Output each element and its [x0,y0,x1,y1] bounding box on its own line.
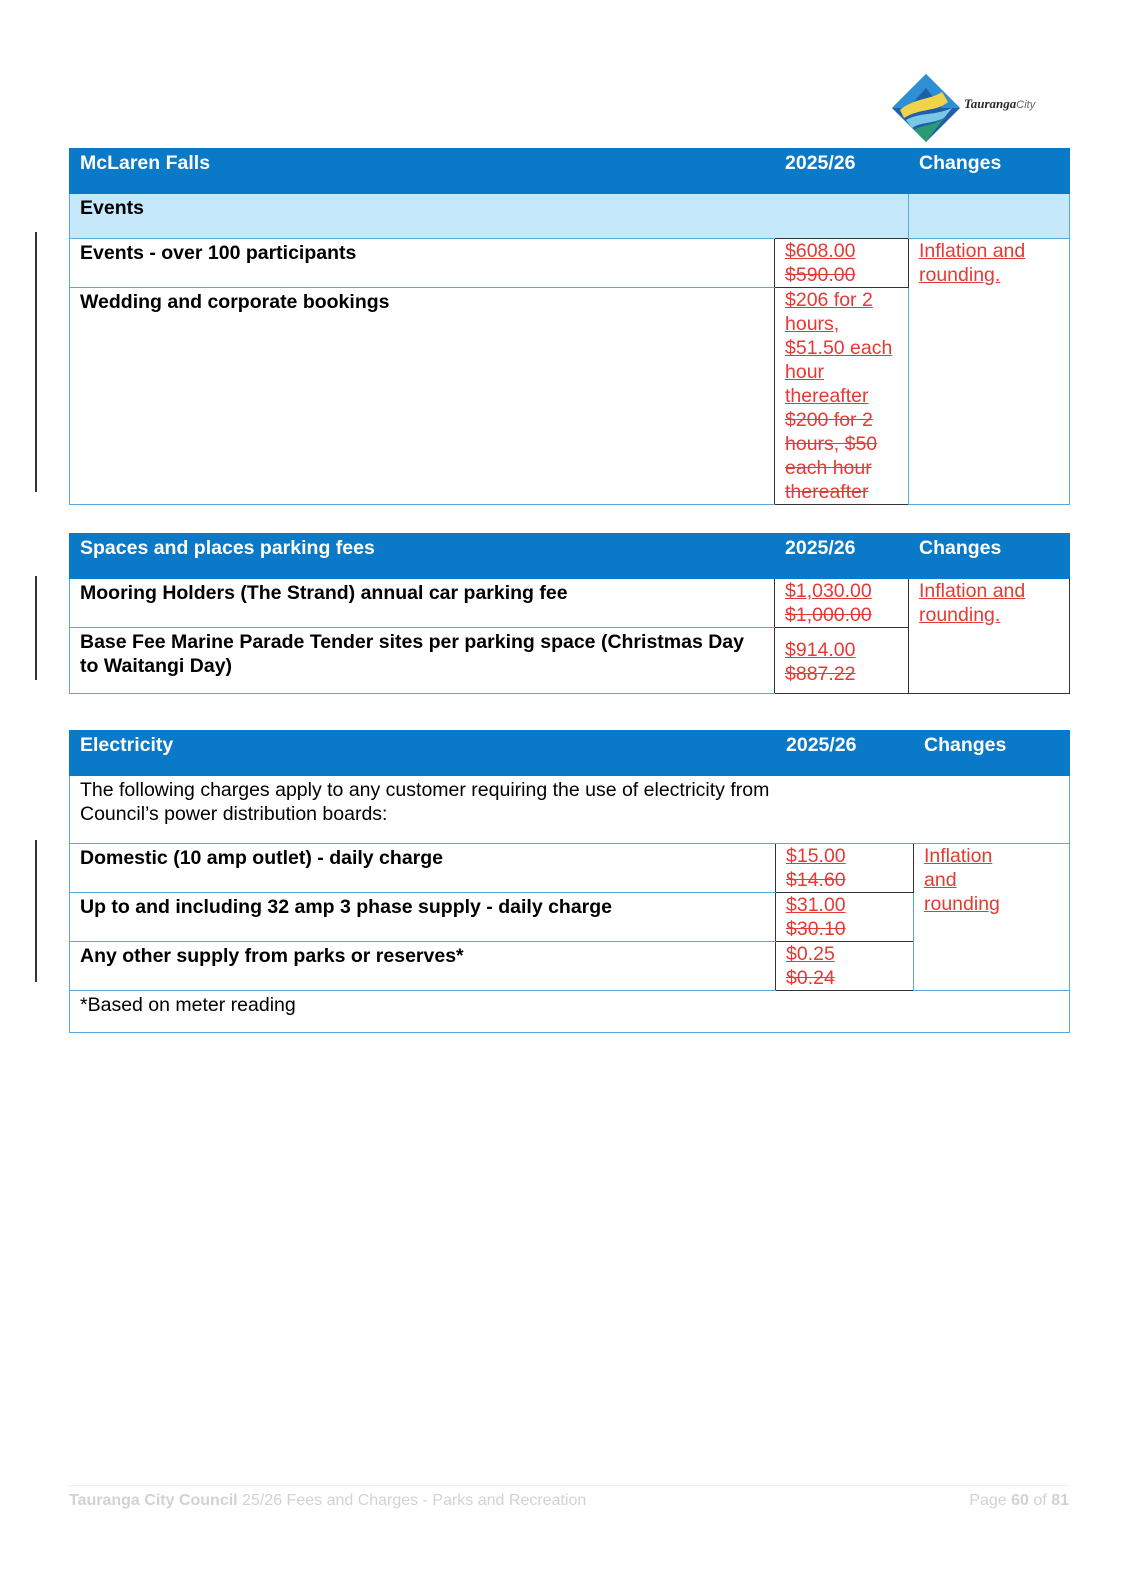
page-footer: Tauranga City Council 25/26 Fees and Cha… [69,1485,1069,1514]
table-row: Domestic (10 amp outlet) - daily charge … [69,843,1070,991]
mclaren-falls-table: McLaren Falls 2025/26 Changes Events Eve… [69,148,1070,505]
page-number: Page 60 of 81 [969,1492,1069,1509]
meter-note: *Based on meter reading [69,990,1070,1033]
logo-diamond-icon [892,74,960,142]
price-cell: $15.00 $14.60 [775,843,914,893]
row-label: Wedding and corporate bookings [69,287,775,505]
new-price: $608.00 [785,240,856,262]
note-row: *Based on meter reading [69,990,1070,1033]
price-cell: $206 for 2 hours, $51.50 each hour there… [774,287,909,505]
price-cell: $0.25 $0.24 [775,941,914,991]
year-header: 2025/26 [774,148,909,194]
year-header: 2025/26 [774,533,909,579]
row-label: Any other supply from parks or reserves* [69,941,776,991]
table-header: Electricity 2025/26 Changes [69,730,1070,776]
table-row: Up to and including 32 amp 3 phase suppl… [69,892,1070,942]
table-row: Wedding and corporate bookings $206 for … [69,287,1070,505]
parking-fees-table: Spaces and places parking fees 2025/26 C… [69,533,1070,694]
intro-text: The following charges apply to any custo… [69,775,1070,844]
old-price: $590.00 [785,264,856,286]
table-header: Spaces and places parking fees 2025/26 C… [69,533,1070,579]
row-label: Base Fee Marine Parade Tender sites per … [69,627,775,694]
table-title: Spaces and places parking fees [69,533,775,579]
table-title: Electricity [69,730,776,776]
table-header: McLaren Falls 2025/26 Changes [69,148,1070,194]
changes-cell: Inflation and rounding. [908,238,1070,505]
electricity-table: Electricity 2025/26 Changes The followin… [69,730,1070,1033]
row-label: Domestic (10 amp outlet) - daily charge [69,843,776,893]
row-label: Up to and including 32 amp 3 phase suppl… [69,892,776,942]
changes-header: Changes [908,533,1070,579]
table-row: Events - over 100 participants $608.00 $… [69,238,1070,505]
price-cell: $914.00 $887.22 [774,627,909,694]
changes-cell: Inflation and rounding. [908,578,1070,694]
row-label: Mooring Holders (The Strand) annual car … [69,578,775,628]
price-cell: $608.00 $590.00 [774,238,909,288]
logo-text: TaurangaCity [964,96,1036,111]
table-row: Base Fee Marine Parade Tender sites per … [69,627,1070,694]
changes-cell: Inflation and rounding [913,843,1070,991]
row-label: Events - over 100 participants [69,238,775,288]
table-row: Any other supply from parks or reserves*… [69,941,1070,991]
change-bar [35,840,37,982]
change-bar [35,232,37,492]
changes-header: Changes [908,148,1070,194]
table-title: McLaren Falls [69,148,775,194]
year-header: 2025/26 [775,730,914,776]
footer-doc-title: Tauranga City Council 25/26 Fees and Cha… [69,1492,587,1509]
subheader-empty [908,193,1070,239]
price-cell: $1,030.00 $1,000.00 [774,578,909,628]
intro-row: The following charges apply to any custo… [69,775,1070,844]
table-row: Mooring Holders (The Strand) annual car … [69,578,1070,694]
tauranga-city-logo: TaurangaCity [890,72,1065,146]
change-bar [35,576,37,680]
section-subheader: Events [69,193,1070,239]
subheader-label: Events [69,193,909,239]
price-cell: $31.00 $30.10 [775,892,914,942]
changes-header: Changes [913,730,1070,776]
